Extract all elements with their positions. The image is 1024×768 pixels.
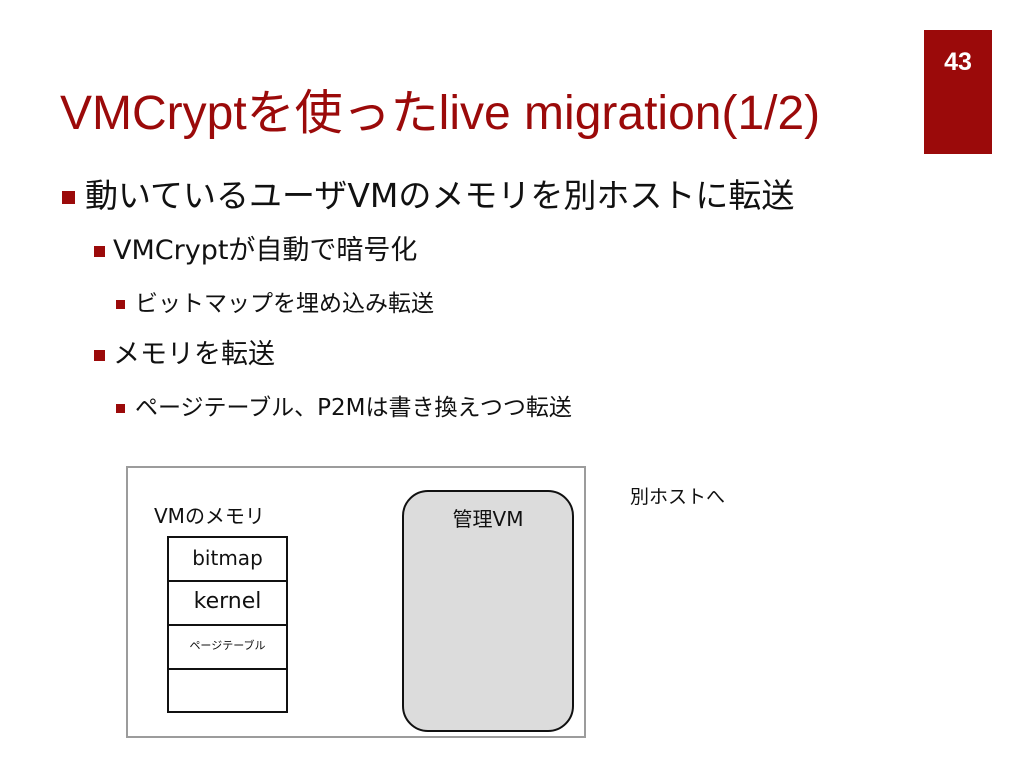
bullet-sub-encryption: VMCryptが自動で暗号化 xyxy=(94,232,417,270)
bullet-main: 動いているユーザVMのメモリを別ホストに転送 xyxy=(62,174,794,218)
bullet-square-icon xyxy=(94,246,105,257)
bullet-square-icon xyxy=(116,300,125,309)
bullet-detail-pagetable: ページテーブル、P2Mは書き換えつつ転送 xyxy=(116,391,572,425)
bullet-detail-pagetable-text: ページテーブル、P2Mは書き換えつつ転送 xyxy=(135,395,572,421)
memory-cell-bitmap: bitmap xyxy=(169,538,286,582)
slide-title: VMCryptを使ったlive migration(1/2) xyxy=(60,87,821,140)
memory-cell-page-table: ページテーブル xyxy=(169,626,286,670)
bullet-square-icon xyxy=(62,191,75,204)
page-number: 43 xyxy=(944,48,972,76)
bullet-square-icon xyxy=(116,404,125,413)
vm-memory-stack: bitmap kernel ページテーブル xyxy=(167,536,288,713)
bullet-main-text: 動いているユーザVMのメモリを別ホストに転送 xyxy=(85,176,795,215)
management-vm-box: 管理VM xyxy=(402,490,574,732)
page-number-badge: 43 xyxy=(924,30,992,154)
bullet-sub-encryption-text: VMCryptが自動で暗号化 xyxy=(113,235,418,266)
management-vm-label: 管理VM xyxy=(452,507,524,531)
memory-cell-kernel: kernel xyxy=(169,582,286,626)
bullet-square-icon xyxy=(94,350,105,361)
vm-memory-label: VMのメモリ xyxy=(154,504,265,528)
destination-host-label: 別ホストへ xyxy=(630,486,726,508)
bullet-detail-bitmap: ビットマップを埋め込み転送 xyxy=(116,287,434,321)
bullet-sub-memory-text: メモリを転送 xyxy=(113,339,275,370)
bullet-sub-memory: メモリを転送 xyxy=(94,336,275,374)
memory-cell-empty xyxy=(169,670,286,711)
bullet-detail-bitmap-text: ビットマップを埋め込み転送 xyxy=(135,291,434,317)
